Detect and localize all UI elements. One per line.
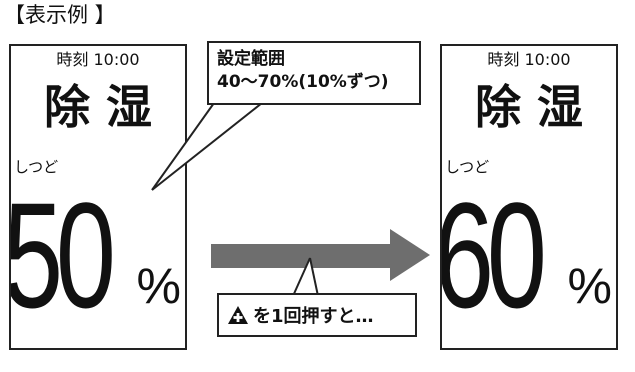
mode-display: 除湿 — [475, 80, 599, 134]
time-display: 時刻 10:00 — [56, 50, 140, 69]
humidity-label: しつど — [14, 158, 59, 176]
press-instruction-note: を1回押すと… — [217, 293, 417, 337]
percent-unit: % — [136, 258, 181, 314]
transition-arrow — [211, 229, 430, 281]
time-display: 時刻 10:00 — [487, 50, 571, 69]
percent-unit: % — [567, 258, 612, 314]
callout-range: 40〜70%(10%ずつ) — [217, 72, 389, 92]
display-panel-after: 時刻 10:00 除湿 しつど 60 % — [440, 44, 618, 350]
humidity-value: 50 — [9, 171, 116, 339]
humidity-value: 60 — [440, 171, 547, 339]
callout-title: 設定範囲 — [217, 49, 285, 69]
plus-triangle-icon — [228, 306, 248, 324]
note-pointer — [293, 258, 318, 296]
display-panel-before: 時刻 10:00 除湿 しつど 50 % — [9, 44, 187, 350]
setting-range-callout: 設定範囲 40〜70%(10%ずつ) — [207, 41, 421, 105]
instruction-text: を1回押すと… — [253, 306, 374, 327]
mode-display: 除湿 — [44, 80, 168, 134]
humidity-label: しつど — [445, 158, 490, 176]
page-title: 【表示例 】 — [4, 3, 116, 27]
